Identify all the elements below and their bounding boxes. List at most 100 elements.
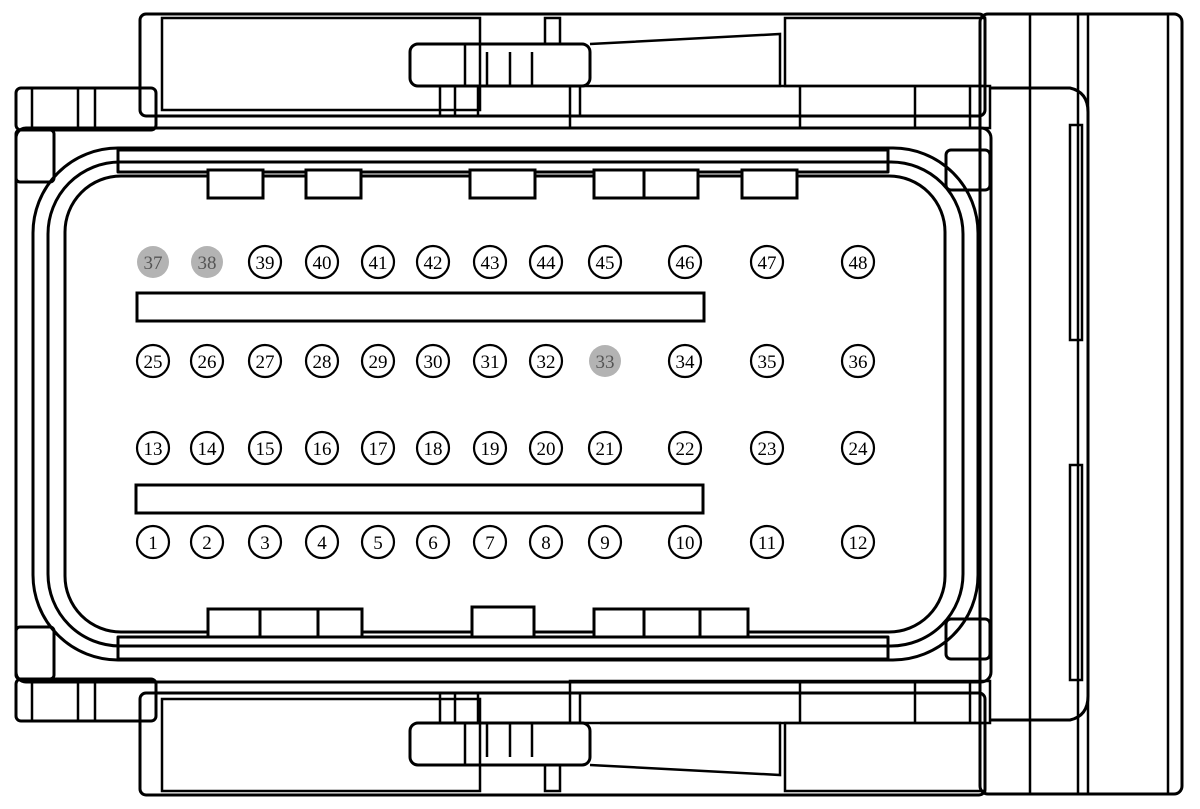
pin-circle — [247, 244, 283, 280]
pin-label: 36 — [849, 352, 868, 373]
pin-label: 13 — [144, 439, 163, 460]
pin-circle — [587, 430, 623, 466]
pin-48: 48 — [840, 244, 876, 280]
pin-circle — [360, 343, 396, 379]
pin-circle — [587, 244, 623, 280]
pin-label: 9 — [600, 533, 610, 554]
pin-label: 38 — [198, 253, 217, 274]
pin-circle — [247, 430, 283, 466]
pin-13: 13 — [135, 430, 171, 466]
pin-label: 47 — [758, 253, 777, 274]
pin-43: 43 — [472, 244, 508, 280]
pin-29: 29 — [360, 343, 396, 379]
pin-circle — [415, 430, 451, 466]
pin-label: 18 — [424, 439, 443, 460]
pin-11: 11 — [749, 524, 785, 560]
pin-label: 35 — [758, 352, 777, 373]
pin-44: 44 — [528, 244, 564, 280]
pin-circle — [528, 524, 564, 560]
pin-circle — [137, 246, 169, 278]
housing-frame — [14, 126, 993, 684]
pin-25: 25 — [135, 343, 171, 379]
pin-16: 16 — [304, 430, 340, 466]
pin-33: 33 — [589, 345, 621, 377]
pin-circle — [304, 430, 340, 466]
pin-37: 37 — [137, 246, 169, 278]
pin-circle — [360, 524, 396, 560]
pin-label: 17 — [369, 439, 388, 460]
pin-28: 28 — [304, 343, 340, 379]
pin-34: 34 — [667, 343, 703, 379]
pin-42: 42 — [415, 244, 451, 280]
pin-7: 7 — [472, 524, 508, 560]
pin-label: 37 — [144, 253, 163, 274]
pin-21: 21 — [587, 430, 623, 466]
pin-circle — [189, 430, 225, 466]
pin-32: 32 — [528, 343, 564, 379]
upper-keying-rib — [135, 291, 706, 323]
pin-label: 23 — [758, 439, 777, 460]
pin-label: 33 — [596, 352, 615, 373]
pin-label: 4 — [317, 533, 327, 554]
pin-label: 34 — [676, 352, 696, 373]
pin-circle — [472, 430, 508, 466]
pin-circle — [189, 343, 225, 379]
pin-label: 28 — [313, 352, 332, 373]
pin-circle — [840, 343, 876, 379]
pin-circle — [415, 343, 451, 379]
pin-circle — [528, 430, 564, 466]
pin-circle — [189, 524, 225, 560]
right-end-housing — [978, 12, 1184, 796]
pin-38: 38 — [191, 246, 223, 278]
pin-1: 1 — [135, 524, 171, 560]
pin-label: 24 — [849, 439, 869, 460]
pin-label: 44 — [537, 253, 557, 274]
pin-47: 47 — [749, 244, 785, 280]
pin-circle — [191, 246, 223, 278]
pin-circle — [472, 343, 508, 379]
pin-35: 35 — [749, 343, 785, 379]
pin-circle — [415, 244, 451, 280]
pin-circle — [472, 244, 508, 280]
pin-20: 20 — [528, 430, 564, 466]
pin-circle — [749, 244, 785, 280]
pin-45: 45 — [587, 244, 623, 280]
pin-26: 26 — [189, 343, 225, 379]
pin-label: 46 — [676, 253, 695, 274]
pin-2: 2 — [189, 524, 225, 560]
pin-41: 41 — [360, 244, 396, 280]
pin-label: 3 — [260, 533, 270, 554]
pin-label: 32 — [537, 352, 556, 373]
pin-circle — [360, 244, 396, 280]
pin-3: 3 — [247, 524, 283, 560]
pin-circle — [135, 524, 171, 560]
pin-label: 11 — [758, 533, 776, 554]
pin-circle — [587, 524, 623, 560]
pin-46: 46 — [667, 244, 703, 280]
pin-label: 45 — [596, 253, 615, 274]
pin-17: 17 — [360, 430, 396, 466]
pin-6: 6 — [415, 524, 451, 560]
pin-circle — [667, 343, 703, 379]
pin-circle — [304, 524, 340, 560]
pin-label: 2 — [202, 533, 212, 554]
pin-18: 18 — [415, 430, 451, 466]
pin-14: 14 — [189, 430, 225, 466]
pin-4: 4 — [304, 524, 340, 560]
pin-label: 25 — [144, 352, 163, 373]
pin-circle — [415, 524, 451, 560]
pin-circle — [749, 430, 785, 466]
pin-27: 27 — [247, 343, 283, 379]
pin-circle — [749, 343, 785, 379]
pin-circle — [528, 343, 564, 379]
pin-label: 31 — [481, 352, 500, 373]
top-latch — [138, 12, 992, 130]
pin-39: 39 — [247, 244, 283, 280]
pin-circle — [667, 524, 703, 560]
pin-5: 5 — [360, 524, 396, 560]
pin-label: 16 — [313, 439, 332, 460]
pin-label: 42 — [424, 253, 443, 274]
pin-circle — [840, 430, 876, 466]
